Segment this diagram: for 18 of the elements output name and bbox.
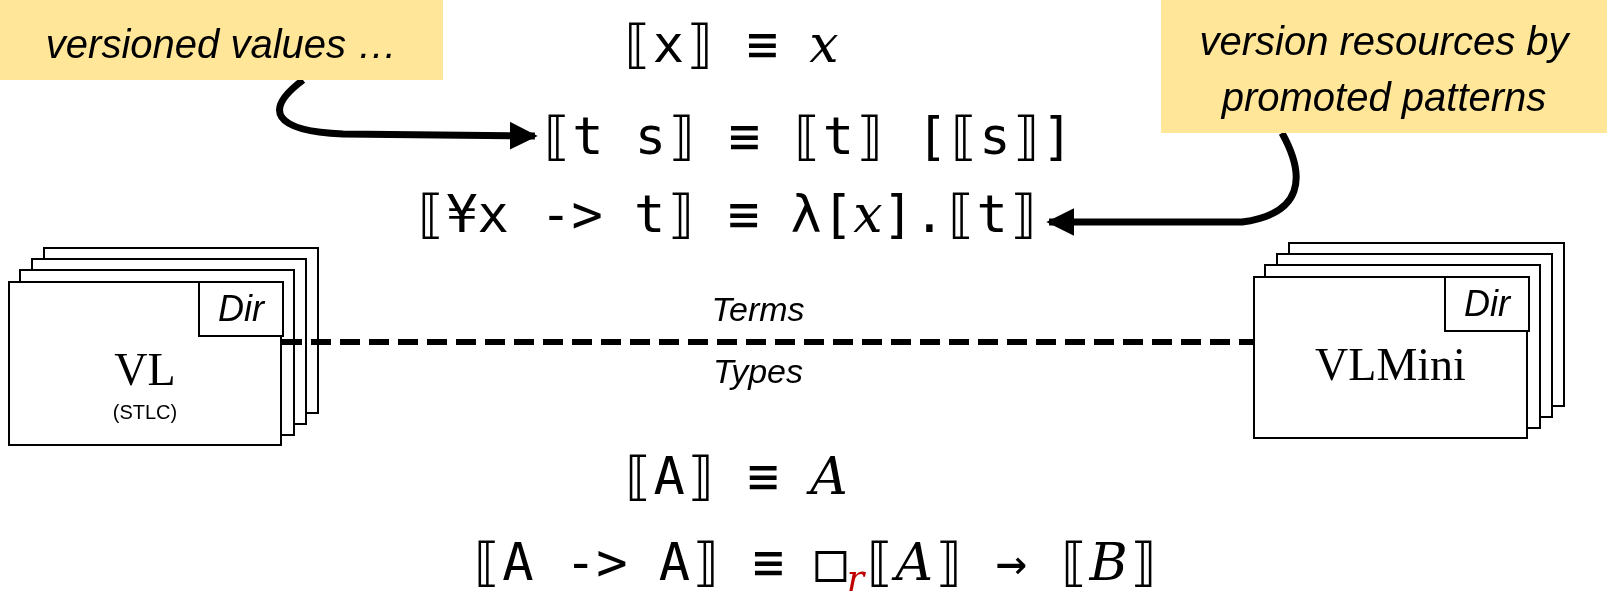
section-label: Types — [712, 352, 804, 391]
formula: ⟦A -> A⟧ ≡ □$_{r}$⟦A⟧ → ⟦B⟧ — [471, 531, 1159, 603]
document-box — [1253, 276, 1528, 439]
tab-label: Dir — [198, 281, 284, 337]
formula: ⟦¥x -> t⟧ ≡ λ[x].⟦t⟧ — [414, 182, 1040, 246]
language-name: VLMini — [1314, 338, 1467, 391]
formula: ⟦t s⟧ ≡ ⟦t⟧ [⟦s⟧] — [540, 104, 1074, 168]
callout-note: versioned values … — [0, 0, 443, 80]
formula: ⟦A⟧ ≡ A — [622, 445, 848, 508]
section-label: Terms — [711, 290, 805, 329]
formula: ⟦x⟧ ≡ x — [621, 13, 839, 76]
language-name: VL — [113, 343, 177, 396]
dashed-line — [282, 339, 1253, 345]
document-box — [8, 281, 282, 446]
subtitle: (STLC) — [111, 401, 179, 424]
curved-arrow — [1046, 131, 1300, 236]
tab-label: Dir — [1444, 276, 1530, 332]
callout-note: version resources by promoted patterns — [1161, 0, 1607, 133]
